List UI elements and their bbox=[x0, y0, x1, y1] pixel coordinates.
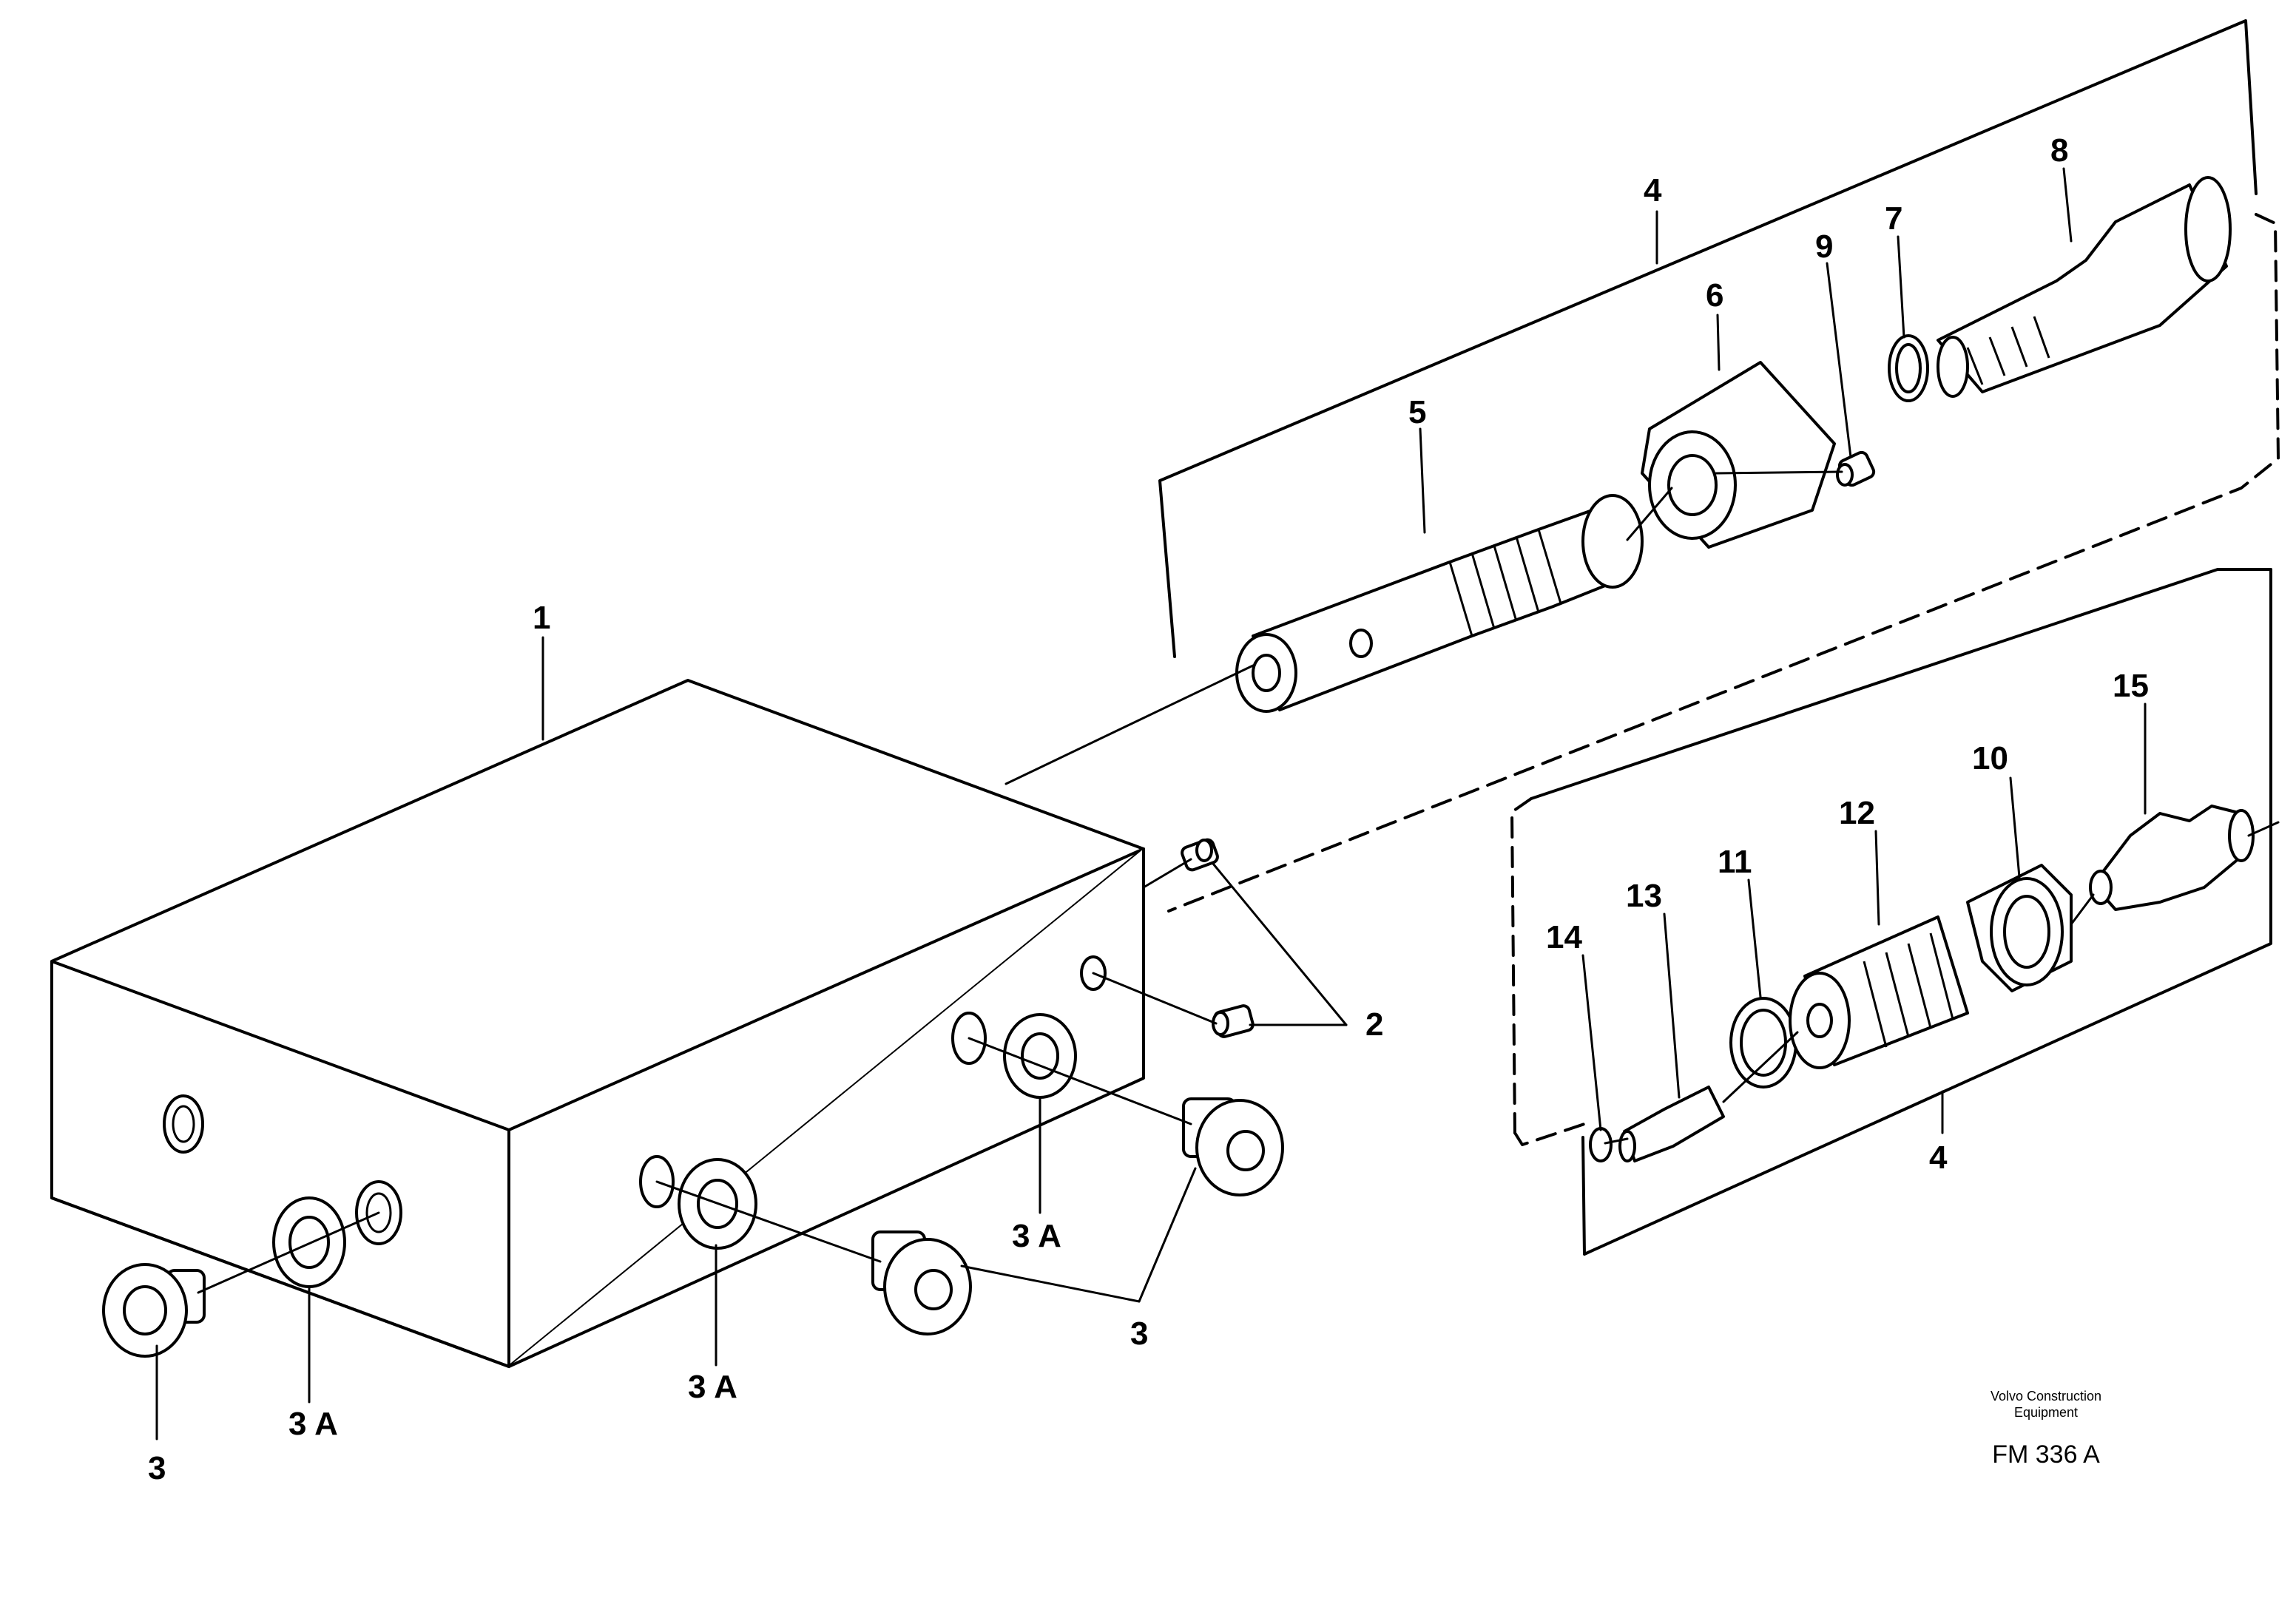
callout-3-bottom-right: 3 bbox=[1130, 1316, 1148, 1352]
leader-lines bbox=[155, 167, 2147, 1440]
nut-6 bbox=[1641, 361, 1836, 549]
callout-2: 2 bbox=[1365, 1006, 1383, 1043]
callout-7: 7 bbox=[1885, 200, 1902, 237]
callout-3-bottom-left: 3 bbox=[148, 1450, 166, 1486]
callout-12: 12 bbox=[1839, 795, 1875, 831]
fitting-15 bbox=[2089, 805, 2255, 911]
bracket-upper-dashed bbox=[1167, 213, 2280, 913]
pin-14 bbox=[1589, 1127, 1613, 1162]
callout-15: 15 bbox=[2113, 668, 2149, 704]
callout-11: 11 bbox=[1718, 844, 1752, 880]
plug-upper bbox=[1181, 838, 1219, 872]
poppet-13 bbox=[1618, 1086, 1725, 1162]
bracket-lower-dashed bbox=[1510, 797, 1533, 1134]
plug-3-middle bbox=[871, 1230, 972, 1335]
callout-10: 10 bbox=[1972, 740, 2008, 776]
port-hole bbox=[163, 1094, 204, 1154]
callout-4-top: 4 bbox=[1644, 172, 1662, 209]
nut-10 bbox=[1966, 864, 2073, 992]
callout-8: 8 bbox=[2050, 132, 2068, 169]
o-ring-7 bbox=[1888, 334, 1929, 402]
callout-13: 13 bbox=[1626, 878, 1662, 914]
plug-body-8 bbox=[1937, 176, 2232, 398]
callout-3a-right: 3 A bbox=[1012, 1218, 1061, 1254]
callout-5: 5 bbox=[1408, 394, 1426, 430]
plug-3-right bbox=[1182, 1097, 1284, 1196]
callout-4-bottom: 4 bbox=[1929, 1140, 1948, 1176]
small-plug-9 bbox=[1836, 450, 1876, 487]
callout-3a-left: 3 A bbox=[288, 1406, 338, 1442]
plug-lower bbox=[1212, 1004, 1255, 1038]
seal-ring-3a-right bbox=[1003, 1013, 1077, 1099]
bracket-lower-left-dash bbox=[1513, 1123, 1586, 1146]
figure-code: FM 336 A bbox=[1992, 1440, 2100, 1469]
bracket-upper bbox=[1158, 19, 2258, 658]
callout-9: 9 bbox=[1815, 228, 1833, 265]
valve-block bbox=[50, 679, 1145, 1368]
callout-1: 1 bbox=[533, 600, 550, 636]
callout-14: 14 bbox=[1546, 919, 1582, 955]
plug-3-left bbox=[102, 1263, 206, 1358]
o-ring-11 bbox=[1729, 997, 1797, 1089]
spring-body-12 bbox=[1789, 915, 1969, 1069]
maker-line-1: Volvo Construction bbox=[1991, 1389, 2101, 1404]
bracket-lower bbox=[1530, 568, 2272, 1256]
callout-6: 6 bbox=[1706, 277, 1723, 314]
cartridge-body-5 bbox=[1235, 494, 1644, 713]
callout-3a-middle: 3 A bbox=[688, 1369, 737, 1405]
maker-line-2: Equipment bbox=[2014, 1405, 2078, 1420]
